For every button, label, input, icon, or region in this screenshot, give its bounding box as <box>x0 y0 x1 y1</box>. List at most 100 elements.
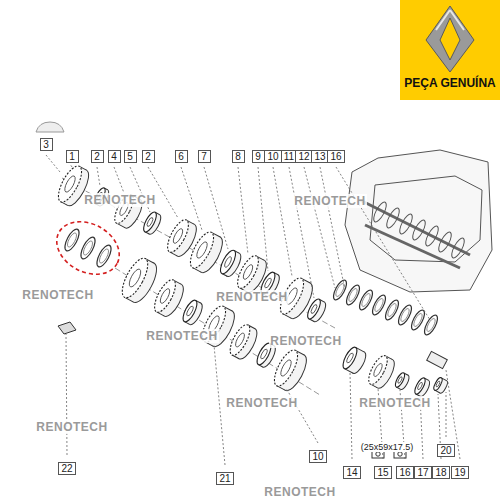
watermark-text-holder: RENOTECH <box>21 285 94 303</box>
callout-number-holder: 1 <box>66 146 79 164</box>
highlight-circle <box>48 211 129 284</box>
callout-number: 15 <box>374 466 391 479</box>
leader-line <box>289 167 314 298</box>
ring-part <box>78 235 98 261</box>
callout-number: 14 <box>343 466 360 479</box>
watermark-text: RENOTECH <box>215 290 288 304</box>
ring-part <box>409 308 427 332</box>
ring-part <box>357 288 375 312</box>
callout-number: 10 <box>309 450 326 463</box>
ring-part <box>62 227 82 253</box>
ring-part <box>82 240 95 257</box>
watermark-text-holder: RENOTECH <box>263 482 336 500</box>
callout-number-holder: 4 <box>108 146 121 164</box>
watermark-text: RENOTECH <box>21 288 94 302</box>
callout-number-holder: 20 <box>437 440 454 458</box>
callout-number-holder: 5 <box>124 146 137 164</box>
leader-line <box>70 164 72 167</box>
gear-part <box>365 353 398 391</box>
gear-part <box>394 372 411 391</box>
callout-number-holder: 8 <box>232 146 245 164</box>
ring-part <box>94 243 114 269</box>
seal-icon <box>398 452 402 456</box>
callout-number: 12 <box>295 150 312 163</box>
dimension-label-holder: (25x59x17.5) <box>360 436 415 454</box>
callout-number-holder: 16 <box>327 146 344 164</box>
ring-part <box>386 302 398 317</box>
dimension-label: (25x59x17.5) <box>360 442 415 452</box>
clip-part <box>58 322 76 334</box>
callout-number: 6 <box>175 150 188 163</box>
watermark-text-holder: RENOTECH <box>83 190 156 208</box>
callout-number-holder: 2 <box>91 146 104 164</box>
leader-line <box>66 334 67 455</box>
callout-number-holder: 14 <box>343 462 360 480</box>
leader-line <box>258 167 268 271</box>
watermark-text-holder: RENOTECH <box>35 417 108 435</box>
callout-number: 16 <box>327 150 344 163</box>
ring-part <box>373 297 385 312</box>
watermark-text-holder: RENOTECH <box>358 393 431 411</box>
parts-drawing <box>36 122 492 465</box>
watermark-text-holder: RENOTECH <box>225 393 298 411</box>
callout-number-holder: 17 <box>414 462 431 480</box>
callout-number: 1 <box>66 150 79 163</box>
ring-part <box>98 248 111 265</box>
gear-part <box>226 322 260 362</box>
callout-number: 17 <box>414 466 431 479</box>
callout-number: 20 <box>437 444 454 457</box>
callout-number-holder: 10 <box>264 146 281 164</box>
callout-number-holder: 13 <box>311 146 328 164</box>
ring-part <box>383 298 401 322</box>
callout-number-holder: 16 <box>396 462 413 480</box>
callout-number: 21 <box>216 472 233 485</box>
gear-part <box>270 347 311 394</box>
brand-badge: PEÇA GENUÍNA <box>400 0 500 100</box>
leader-line <box>304 167 335 288</box>
seal-icon <box>376 452 380 456</box>
callout-number-holder: 7 <box>198 146 211 164</box>
watermark-text: RENOTECH <box>269 334 342 348</box>
leader-line <box>350 372 352 459</box>
ring-part <box>396 303 414 327</box>
leader-line <box>114 167 124 193</box>
leader-line <box>336 167 430 320</box>
callout-number: 9 <box>252 150 265 163</box>
callout-number-holder: 21 <box>216 468 233 486</box>
gear-part <box>117 255 161 306</box>
callout-number-holder: 6 <box>175 146 188 164</box>
car-icon <box>36 122 64 132</box>
gearbox-housing <box>345 150 492 292</box>
callout-number: 19 <box>451 466 468 479</box>
leader-line <box>214 345 225 465</box>
callout-number: 5 <box>124 150 137 163</box>
logo-diamond <box>426 6 474 72</box>
watermark-text: RENOTECH <box>145 329 218 343</box>
gear-part <box>432 377 449 395</box>
callout-number: 2 <box>142 150 155 163</box>
gear-part <box>151 277 188 319</box>
callout-number-holder: 19 <box>451 462 468 480</box>
watermark-text: RENOTECH <box>293 194 366 208</box>
leader-line <box>204 167 228 249</box>
shaft-nut <box>427 351 448 368</box>
callout-number: 16 <box>396 466 413 479</box>
ring-part <box>370 293 388 317</box>
watermark-text-holder: RENOTECH <box>215 287 288 305</box>
callout-number: 2 <box>91 150 104 163</box>
ring-part <box>399 307 411 322</box>
callout-number: 10 <box>264 150 281 163</box>
ring-part <box>344 283 362 307</box>
renault-logo <box>400 0 500 74</box>
ring-part <box>66 232 79 249</box>
leader-line <box>446 392 447 437</box>
badge-caption: PEÇA GENUÍNA <box>400 76 500 90</box>
ring-part <box>422 313 440 337</box>
ring-part <box>425 317 437 332</box>
callout-number-holder: 22 <box>58 458 75 476</box>
gear-part <box>305 297 328 323</box>
watermark-text-holder: RENOTECH <box>269 331 342 349</box>
callout-number-holder: 12 <box>295 146 312 164</box>
watermark-text: RENOTECH <box>225 396 298 410</box>
watermark-text: RENOTECH <box>35 420 108 434</box>
